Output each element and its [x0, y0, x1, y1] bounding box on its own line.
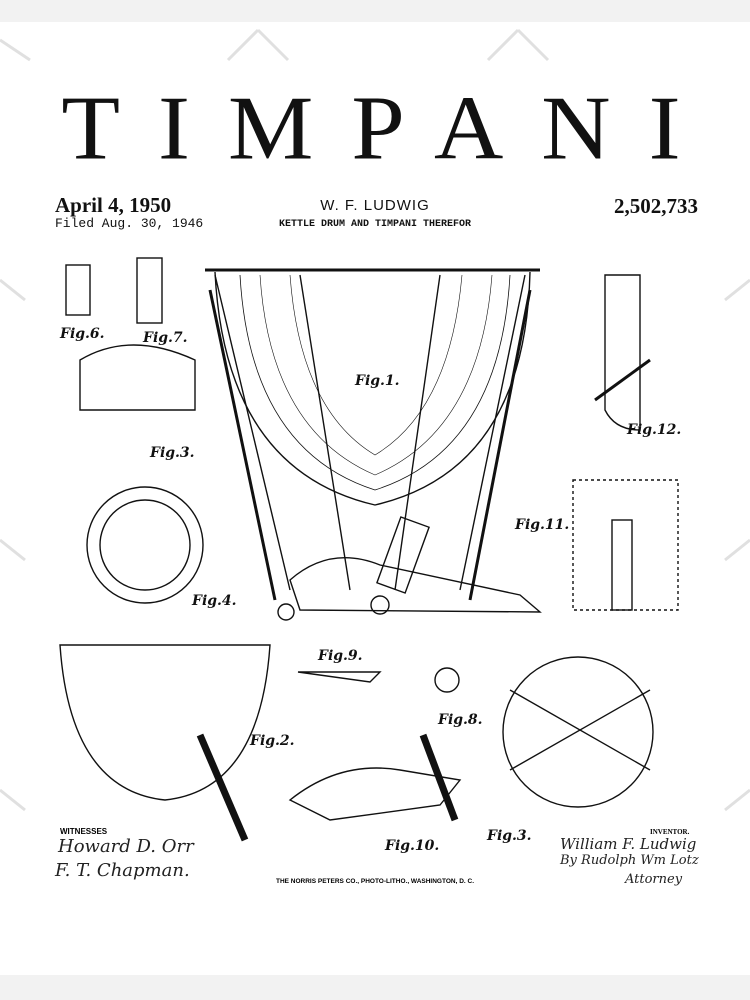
witnesses-label: WITNESSES	[60, 827, 108, 836]
patent-date: April 4, 1950	[55, 193, 172, 217]
figure-label: Fig.11.	[515, 517, 570, 533]
figure-label: Fig.1.	[355, 373, 400, 389]
figure-label: Fig.9.	[318, 648, 363, 664]
fig2-bowl	[59, 644, 271, 801]
timpani-kettle-drawing	[205, 268, 542, 621]
fig7-part	[136, 257, 163, 324]
attorney-signature: By Rudolph Wm Lotz	[560, 853, 699, 868]
inventor-signature: William F. Ludwig	[560, 835, 697, 853]
inventor-label: INVENTOR.	[650, 828, 690, 836]
attorney-label: Attorney	[625, 872, 683, 887]
figure-label: Fig.10.	[385, 838, 440, 854]
figure-label: Fig.12.	[627, 422, 682, 438]
watermark-pattern	[0, 28, 750, 812]
fig10-part	[288, 767, 462, 821]
poster-card	[0, 22, 750, 975]
filed-date: Filed Aug. 30, 1946	[55, 216, 204, 231]
fig9-part	[297, 671, 382, 683]
poster-title: TIMPANI	[61, 76, 719, 179]
fig3-disc	[502, 656, 654, 808]
figure-label: Fig.2.	[250, 733, 295, 749]
inventor-name: W. F. LUDWIG	[320, 197, 430, 214]
fig4-circle	[86, 486, 204, 604]
fig6-part	[65, 264, 91, 316]
patent-subtitle: KETTLE DRUM AND TIMPANI THEREFOR	[278, 219, 472, 230]
figure-label: Fig.8.	[438, 712, 483, 728]
figure-label: Fig.4.	[192, 593, 237, 609]
fig5-part	[79, 344, 196, 411]
fig8-part	[434, 667, 460, 693]
witness-signature-2: F. T. Chapman.	[55, 860, 190, 881]
figure-label: Fig.3.	[150, 445, 195, 461]
patent-number: 2,502,733	[614, 194, 698, 218]
fig11-part	[572, 479, 679, 611]
figure-label: Fig.7.	[143, 330, 188, 346]
printer-credit: THE NORRIS PETERS CO., PHOTO-LITHO., WAS…	[275, 878, 475, 885]
fig12-part	[604, 274, 641, 431]
witness-signature-1: Howard D. Orr	[58, 836, 194, 857]
figure-label: Fig.6.	[60, 326, 105, 342]
figure-label: Fig.3.	[487, 828, 532, 844]
